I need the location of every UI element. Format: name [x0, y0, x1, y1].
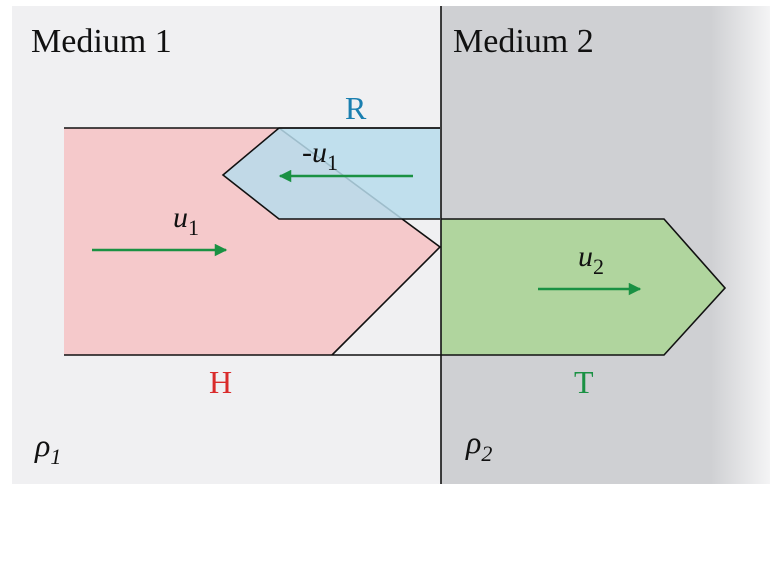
medium-2-density-symbol: ρ — [465, 424, 481, 460]
reflected-velocity-label: -u1 — [302, 136, 338, 175]
transmitted-wave-outline — [441, 218, 727, 356]
reflected-velocity-subscript: 1 — [327, 150, 338, 175]
incident-velocity-symbol: u — [173, 201, 188, 234]
transmitted-velocity-symbol: u — [578, 240, 593, 273]
reflected-velocity-symbol: u — [312, 136, 327, 169]
transmitted-velocity-label: u2 — [578, 240, 604, 279]
medium-1-density-symbol: ρ — [34, 427, 50, 463]
medium-2-label: Medium 2 — [453, 23, 594, 60]
transmitted-velocity-subscript: 2 — [593, 254, 604, 279]
transmitted-label: T — [574, 364, 594, 400]
medium-2-density-label: ρ2 — [465, 424, 492, 466]
incident-label: H — [209, 364, 232, 400]
reflected-velocity-prefix: - — [302, 136, 312, 169]
incident-velocity-label: u1 — [173, 201, 199, 240]
incident-velocity-subscript: 1 — [188, 215, 199, 240]
medium-1-density-label: ρ1 — [34, 427, 61, 469]
medium-2-density-subscript: 2 — [481, 441, 492, 466]
reflected-label: R — [345, 90, 367, 126]
reflected-wave-shape — [223, 128, 440, 219]
medium-1-density-subscript: 1 — [50, 444, 61, 469]
medium-1-label: Medium 1 — [31, 23, 172, 60]
transmitted-wave-shape — [441, 219, 725, 355]
